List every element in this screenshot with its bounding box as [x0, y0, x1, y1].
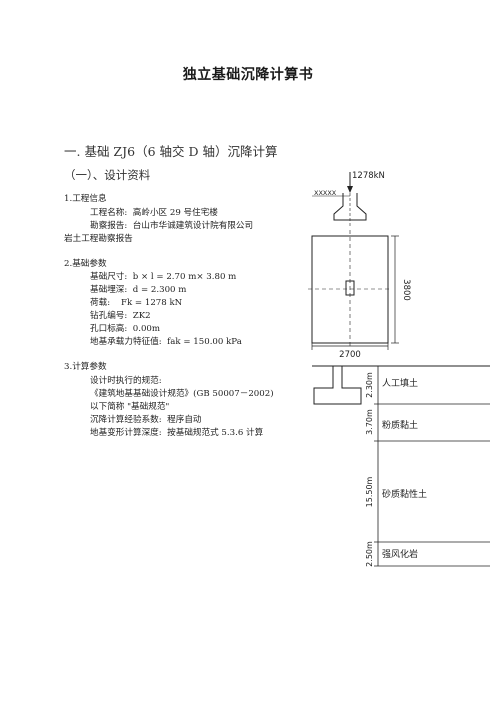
load-label: 1278kN — [352, 171, 385, 181]
bearing-label: 地基承载力特征值: — [90, 337, 162, 347]
code-value: 《建筑地基基础设计规范》(GB 50007－2002) — [90, 389, 274, 399]
depth-label: 基础埋深: — [90, 285, 128, 295]
layer-1-name: 人工填土 — [382, 377, 418, 389]
elevation-value: 0.00m — [132, 324, 161, 334]
foundation-params-heading: 2.基础参数 — [64, 259, 107, 269]
depth-value: d = 2.300 m — [132, 285, 187, 295]
width-label: 2700 — [339, 350, 361, 360]
factor-label: 沉降计算经验系数: — [90, 415, 162, 425]
engineering-info-heading: 1.工程信息 — [64, 194, 107, 204]
project-label: 工程名称: — [90, 208, 128, 218]
factor-row: 沉降计算经验系数: 程序自动 — [90, 413, 202, 425]
survey-value-cont: 岩土工程勘察报告 — [64, 234, 133, 244]
layer-1-thickness: 2.30m — [365, 372, 374, 398]
size-label: 基础尺寸: — [90, 272, 128, 282]
project-value: 高岭小区 29 号住宅楼 — [132, 208, 218, 218]
layer-3-thickness: 15.50m — [365, 476, 374, 507]
section-heading: 一. 基础 ZJ6（6 轴交 D 轴）沉降计算 — [64, 144, 278, 159]
document-title: 独立基础沉降计算书 — [182, 67, 314, 83]
survey-value: 台山市华诚建筑设计院有限公司 — [132, 221, 254, 231]
size-row: 基础尺寸: b × l = 2.70 m× 3.80 m — [90, 270, 236, 282]
abbr-value: 以下简称 "基础规范" — [90, 402, 170, 412]
calc-depth-value: 按基础规范式 5.3.6 计算 — [167, 428, 264, 438]
size-value: b × l = 2.70 m× 3.80 m — [132, 272, 237, 282]
calc-depth-label: 地基变形计算深度: — [90, 428, 162, 438]
layer-2-thickness: 3.70m — [365, 409, 374, 435]
project-row: 工程名称: 高岭小区 29 号住宅楼 — [90, 206, 218, 218]
elevation-row: 孔口标高: 0.00m — [90, 322, 160, 334]
load-label: 荷载: — [90, 298, 111, 308]
layer-4-name: 强风化岩 — [382, 548, 418, 560]
layer-3-name: 砂质黏性土 — [382, 488, 427, 500]
layer-2-name: 粉质黏土 — [382, 419, 418, 431]
load-arrow-head — [347, 186, 353, 193]
borehole-row: 钻孔编号: ZK2 — [90, 309, 151, 321]
borehole-value: ZK2 — [132, 311, 151, 321]
borehole-label: 钻孔编号: — [90, 311, 128, 321]
layer-4-thickness: 2.50m — [365, 541, 374, 567]
subsection-heading: （一）、设计资料 — [64, 168, 151, 182]
bearing-value: fak = 150.00 kPa — [167, 337, 242, 347]
survey-label: 勘察报告: — [90, 221, 128, 231]
bearing-row: 地基承载力特征值: fak = 150.00 kPa — [90, 335, 242, 347]
elevation-label: 孔口标高: — [90, 324, 128, 334]
code-label: 设计时执行的规范: — [90, 376, 162, 386]
calc-params-heading: 3.计算参数 — [64, 362, 107, 372]
calc-depth-row: 地基变形计算深度: 按基础规范式 5.3.6 计算 — [90, 426, 263, 438]
load-row: 荷载: Fk = 1278 kN — [90, 296, 182, 308]
column-mark: XXXXX — [314, 189, 337, 197]
column-plan — [345, 280, 355, 296]
factor-value: 程序自动 — [167, 415, 202, 425]
load-value: Fk = 1278 kN — [121, 298, 183, 308]
depth-row: 基础埋深: d = 2.300 m — [90, 283, 186, 295]
survey-row: 勘察报告: 台山市华诚建筑设计院有限公司 — [90, 219, 253, 231]
length-label: 3800 — [401, 279, 411, 301]
footing-section — [313, 366, 362, 405]
